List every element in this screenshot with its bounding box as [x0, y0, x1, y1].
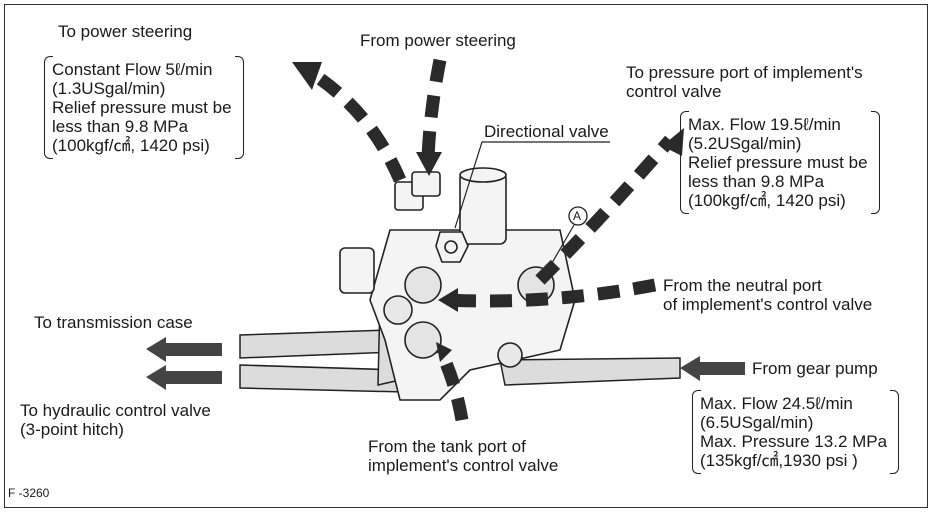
- arrow-to-transmission: [146, 337, 222, 362]
- arrow-to-power-steering: [306, 66, 406, 183]
- arrowhead-to-power-steering: [292, 62, 322, 90]
- bracket-left: [44, 56, 53, 159]
- spec-power-steering: Constant Flow 5ℓ/min (1.3USgal/min) Reli…: [44, 56, 244, 159]
- callout-a-label: A: [573, 209, 582, 223]
- port-tank: [404, 321, 442, 359]
- label-from-power-steering: From power steering: [360, 31, 516, 50]
- arrowhead-from-tank-port: [436, 342, 452, 362]
- label-from-tank-port: From the tank port of implement's contro…: [368, 437, 559, 475]
- label-to-power-steering: To power steering: [58, 22, 193, 41]
- flow-arrows: [306, 58, 675, 422]
- label-to-transmission-case: To transmission case: [34, 313, 193, 332]
- diagram-frame: [4, 4, 928, 508]
- callout-a-circle: [568, 206, 588, 226]
- arrow-heads: [292, 62, 684, 362]
- figure-id: F -3260: [8, 486, 50, 500]
- solid-arrows: [146, 337, 745, 390]
- bracket-right: [234, 56, 244, 159]
- arrow-from-gear-pump: [680, 356, 745, 381]
- label-to-hydraulic-control-valve: To hydraulic control valve (3-point hitc…: [20, 401, 211, 439]
- arrow-to-pressure-port: [535, 135, 675, 285]
- spec-gear-pump: Max. Flow 24.5ℓ/min (6.5USgal/min) Max. …: [692, 390, 900, 474]
- port-steering-in: [411, 171, 441, 197]
- side-fitting: [339, 247, 375, 294]
- label-from-neutral-port: From the neutral port of implement's con…: [663, 276, 873, 314]
- bracket-right: [870, 111, 880, 214]
- bracket-left: [692, 390, 701, 474]
- bracket-right: [890, 390, 900, 474]
- directional-valve-leader: [454, 141, 610, 229]
- hose-transmission: [239, 329, 396, 359]
- arrow-from-neutral-port: [444, 278, 657, 308]
- hose-gear-pump: [499, 357, 681, 386]
- spec-pressure-port: Max. Flow 19.5ℓ/min (5.2USgal/min) Relie…: [680, 111, 880, 214]
- arrow-from-tank-port: [434, 347, 469, 422]
- arrow-to-hydraulic: [146, 365, 222, 390]
- label-directional-valve: Directional valve: [484, 122, 609, 141]
- arrowhead-from-power-steering: [416, 152, 442, 176]
- arrowhead-to-pressure-port: [662, 128, 684, 156]
- bracket-left: [680, 111, 689, 214]
- label-from-gear-pump: From gear pump: [752, 359, 878, 378]
- hoses: [239, 299, 681, 393]
- arrow-from-power-steering: [421, 58, 447, 159]
- arrowhead-from-neutral-port: [438, 288, 458, 312]
- valve-body: [339, 167, 576, 401]
- port-neutral: [404, 266, 442, 304]
- label-to-pressure-port: To pressure port of implement's control …: [626, 63, 863, 101]
